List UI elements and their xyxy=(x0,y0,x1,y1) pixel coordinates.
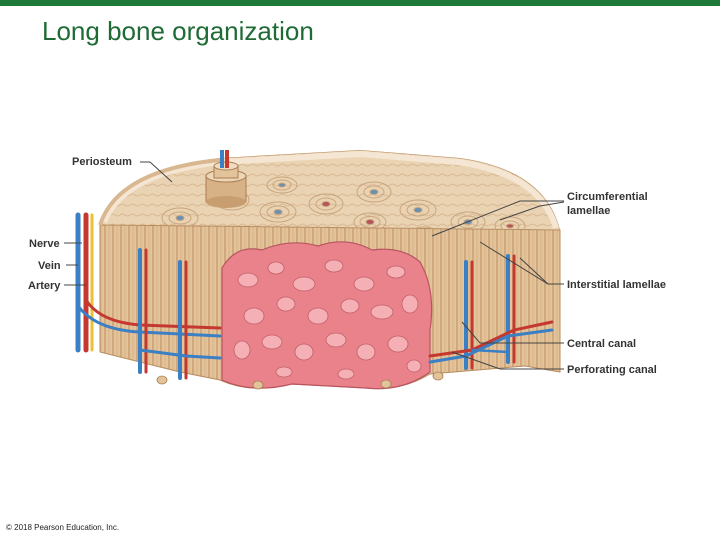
label-interstitial-lamellae: Interstitial lamellae xyxy=(567,279,666,291)
leader-lines xyxy=(64,161,565,370)
vessel-stubs xyxy=(156,371,444,390)
top-accent-bar xyxy=(0,0,720,6)
spongy-bone-holes xyxy=(233,259,422,380)
label-central-canal: Central canal xyxy=(567,338,636,350)
left-vessels xyxy=(75,212,222,380)
copyright-notice: © 2018 Pearson Education, Inc. xyxy=(6,523,120,532)
label-circumferential-line2: lamellae xyxy=(567,205,610,217)
label-periosteum: Periosteum xyxy=(72,156,132,168)
slide-title: Long bone organization xyxy=(42,16,314,46)
label-perforating-canal: Perforating canal xyxy=(567,364,657,376)
label-nerve: Nerve xyxy=(29,238,60,250)
circumferential-lamellae-band xyxy=(101,150,559,229)
right-vessels xyxy=(428,254,554,370)
label-artery: Artery xyxy=(28,280,61,292)
label-circumferential-line1: Circumferential xyxy=(567,191,648,203)
protruding-osteon xyxy=(205,150,247,208)
periosteum-layer xyxy=(98,158,221,226)
label-vein: Vein xyxy=(38,260,61,272)
